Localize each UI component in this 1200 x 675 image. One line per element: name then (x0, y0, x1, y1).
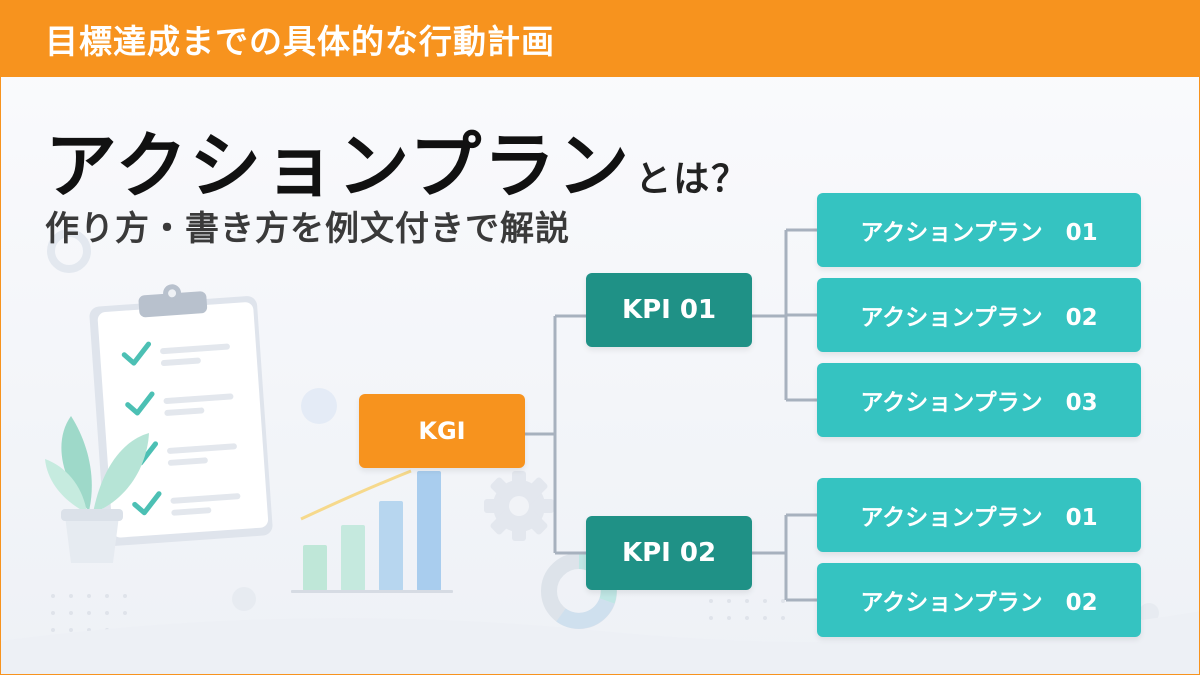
gear-icon (484, 471, 554, 541)
header-tagline: 目標達成までの具体的な行動計画 (45, 22, 555, 61)
kpi-node-01: KPI 01 (586, 273, 752, 347)
kgi-node: KGI (359, 394, 525, 468)
page-title: アクションプランとは？ (45, 107, 749, 212)
action-plan-node: アクションプラン 01 (817, 478, 1141, 552)
action-plan-node: アクションプラン 02 (817, 278, 1141, 352)
page-subtitle: 作り方・書き方を例文付きで解説 (45, 209, 570, 249)
kpi-node-02: KPI 02 (586, 516, 752, 590)
plant-icon (45, 416, 149, 563)
action-plan-node: アクションプラン 01 (817, 193, 1141, 267)
title-suffix: とは？ (635, 159, 750, 200)
action-plan-node: アクションプラン 03 (817, 363, 1141, 437)
title-main: アクションプラン (45, 124, 632, 208)
action-plan-node: アクションプラン 02 (817, 563, 1141, 637)
clipboard-checklist-icon (89, 284, 273, 546)
bar-chart-icon (291, 469, 453, 593)
header-bar: 目標達成までの具体的な行動計画 (1, 1, 1199, 77)
